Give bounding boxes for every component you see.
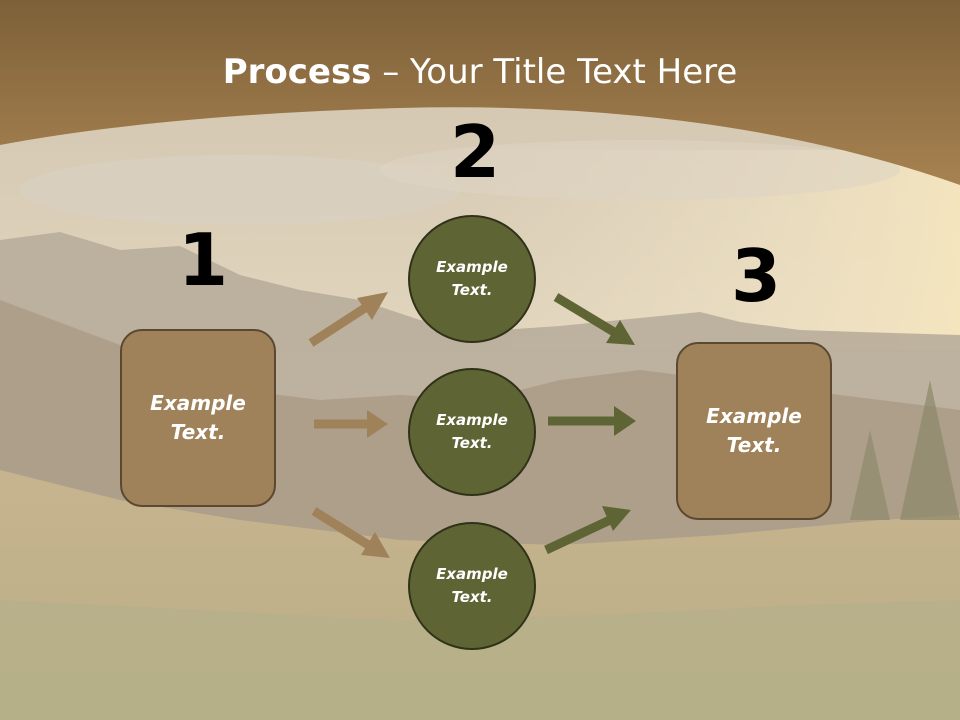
step-number-2: 2 xyxy=(450,110,501,194)
step-1-box: Example Text. xyxy=(120,329,276,507)
step-2-circle-middle-label: Example Text. xyxy=(436,411,508,452)
arrow-top-to-3 xyxy=(553,293,635,345)
step-number-1: 1 xyxy=(178,218,229,302)
step-3-box: Example Text. xyxy=(676,342,832,520)
arrow-1-to-middle xyxy=(314,410,388,438)
step-2-circle-bottom: Example Text. xyxy=(408,522,536,650)
step-2-circle-bottom-label: Example Text. xyxy=(436,565,508,606)
step-number-3: 3 xyxy=(731,234,782,318)
arrow-middle-to-3 xyxy=(548,406,636,436)
arrow-bottom-to-3 xyxy=(544,506,631,555)
arrow-1-to-top xyxy=(308,292,388,347)
title-rest: – Your Title Text Here xyxy=(371,52,738,92)
step-1-box-label: Example Text. xyxy=(150,391,246,444)
arrow-1-to-bottom xyxy=(311,507,390,558)
step-2-circle-top-label: Example Text. xyxy=(436,258,508,299)
slide-title: Process – Your Title Text Here xyxy=(0,52,960,92)
step-2-circle-top: Example Text. xyxy=(408,215,536,343)
step-3-box-label: Example Text. xyxy=(706,404,802,457)
title-bold: Process xyxy=(222,52,372,92)
step-2-circle-middle: Example Text. xyxy=(408,368,536,496)
